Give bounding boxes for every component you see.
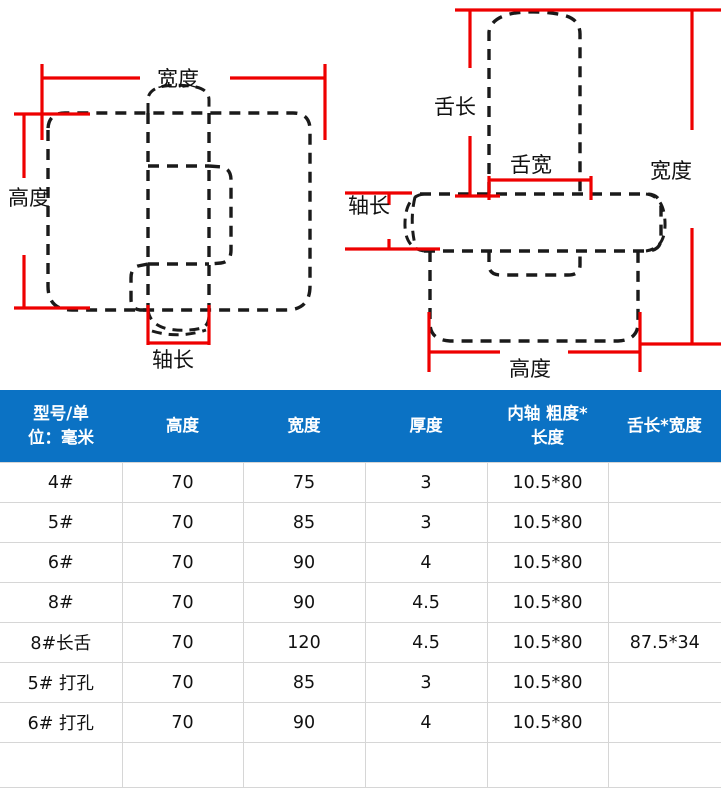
- column-header-shaft-line2: 长度: [531, 428, 564, 447]
- cell-height: 70: [121, 462, 244, 503]
- cell-height: 70: [121, 662, 244, 703]
- side-flap-right: [208, 164, 233, 266]
- label-shaft-length-left: 轴长: [152, 348, 194, 372]
- cell-height: 70: [121, 502, 244, 543]
- table-row: [0, 742, 721, 788]
- cell-shaft: 10.5*80: [486, 702, 609, 743]
- cell-model: 6# 打孔: [0, 702, 123, 743]
- cell-thickness: 4.5: [364, 622, 488, 663]
- lower-body-outline: [428, 251, 640, 343]
- cell-height: 70: [121, 582, 244, 623]
- cell-height: 70: [121, 622, 244, 663]
- cell-tongue: 87.5*34: [607, 622, 721, 663]
- left-diagram: 宽度 高度 轴长: [8, 64, 327, 372]
- label-shaft-length-right-1: 轴长: [348, 194, 390, 218]
- cell-thickness: 4: [364, 702, 488, 743]
- column-header-shaft: 内轴 粗度* 长度: [487, 390, 608, 463]
- cell-height: 70: [121, 702, 244, 743]
- label-tongue-length: 舌长: [434, 95, 476, 119]
- column-header-shaft-line1: 内轴 粗度*: [507, 404, 588, 424]
- band-cap-left-inner: [410, 196, 418, 250]
- cell-model: 8#: [0, 582, 123, 623]
- label-width-left: 宽度: [157, 67, 199, 91]
- cell-height: 70: [121, 542, 244, 583]
- cell-model: 5# 打孔: [0, 662, 123, 703]
- cell-tongue: [607, 502, 721, 543]
- cell-tongue: [607, 662, 721, 703]
- cell-model: 4#: [0, 462, 123, 503]
- band-cap-right: [645, 192, 667, 253]
- cell-tongue: [607, 462, 721, 503]
- cell-model: 5#: [0, 502, 123, 543]
- column-header-model-line1: 型号/单: [33, 404, 89, 424]
- label-height-right: 高度: [509, 357, 551, 381]
- cell-width: [242, 742, 366, 788]
- cell-shaft: 10.5*80: [486, 502, 609, 543]
- side-flap-left: [129, 262, 149, 312]
- column-header-tongue: 舌长*宽度: [608, 390, 721, 463]
- cell-tongue: [607, 582, 721, 623]
- bottom-tab-outline: [146, 309, 211, 332]
- cell-thickness: [364, 742, 488, 788]
- cell-shaft: [486, 742, 609, 788]
- cell-thickness: 4: [364, 542, 488, 583]
- column-header-thickness: 厚度: [365, 390, 487, 463]
- cell-height: [121, 742, 244, 788]
- body-band-outline: [420, 192, 663, 253]
- cell-width: 90: [242, 582, 366, 623]
- label-height-left-1: 高度: [8, 186, 50, 210]
- bottom-tab-curve: [151, 328, 207, 337]
- cell-width: 90: [242, 702, 366, 743]
- table-header: 型号/单 位：毫米 高度 宽度 厚度 内轴 粗度* 长度 舌长*宽度: [0, 390, 721, 463]
- diagram-area: 宽度 高度 轴长: [0, 0, 721, 390]
- cell-thickness: 3: [364, 462, 488, 503]
- cell-width: 75: [242, 462, 366, 503]
- cell-shaft: 10.5*80: [486, 462, 609, 503]
- cell-model: [0, 742, 123, 788]
- cell-shaft: 10.5*80: [486, 662, 609, 703]
- cell-width: 85: [242, 502, 366, 543]
- tongue-outline: [487, 10, 582, 193]
- cell-model: 6#: [0, 542, 123, 583]
- tongue-lower-panel: [487, 251, 582, 277]
- top-tab-outline: [146, 83, 211, 113]
- cell-width: 90: [242, 542, 366, 583]
- cell-shaft: 10.5*80: [486, 542, 609, 583]
- column-header-model: 型号/单 位：毫米: [0, 390, 122, 463]
- cell-width: 85: [242, 662, 366, 703]
- column-header-width: 宽度: [243, 390, 365, 463]
- cell-model: 8#长舌: [0, 622, 123, 663]
- cell-width: 120: [242, 622, 366, 663]
- cell-tongue: [607, 542, 721, 583]
- cell-thickness: 3: [364, 502, 488, 543]
- column-header-height: 高度: [122, 390, 243, 463]
- cell-tongue: [607, 702, 721, 743]
- body-outline: [46, 111, 312, 312]
- cell-shaft: 10.5*80: [486, 622, 609, 663]
- cell-shaft: 10.5*80: [486, 582, 609, 623]
- cell-thickness: 4.5: [364, 582, 488, 623]
- column-header-model-line2: 位：毫米: [28, 428, 94, 447]
- table-header-row: 型号/单 位：毫米 高度 宽度 厚度 内轴 粗度* 长度 舌长*宽度: [0, 390, 721, 463]
- label-tongue-width: 舌宽: [510, 153, 552, 177]
- cell-tongue: [607, 742, 721, 788]
- right-diagram: 舌长 舌宽 轴长 宽度: [345, 8, 721, 381]
- cell-thickness: 3: [364, 662, 488, 703]
- label-width-right: 宽度: [650, 159, 692, 183]
